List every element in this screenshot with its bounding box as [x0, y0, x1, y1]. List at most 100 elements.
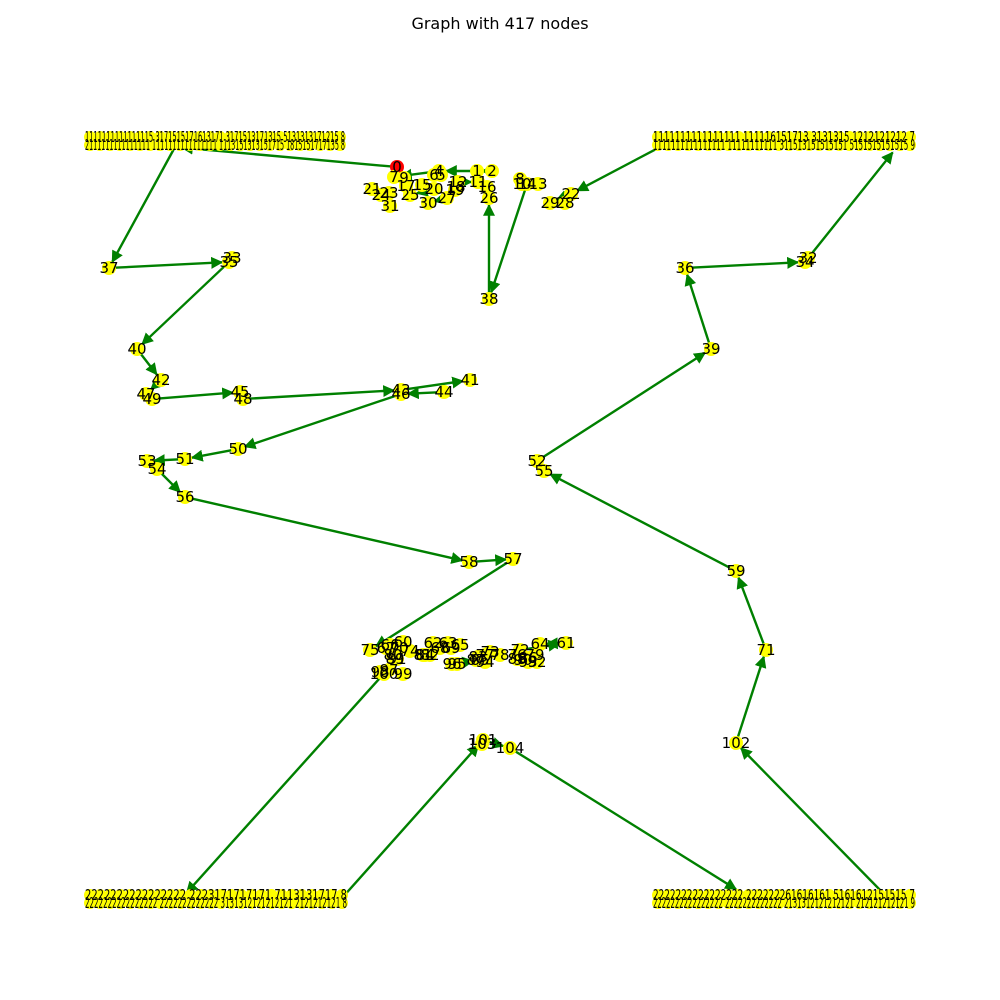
node-label: 2 [487, 162, 497, 180]
cluster-node-marker [284, 139, 296, 151]
node-label: 23 [379, 184, 398, 202]
edge-c1-37 [111, 149, 175, 263]
node-marker [798, 255, 812, 269]
node-cluster-3: 2222222222222222 2223171717171 711313171… [84, 886, 348, 912]
cluster-node-marker [823, 897, 836, 909]
edge-46-50 [243, 393, 399, 449]
cluster-node-marker [803, 897, 816, 909]
node-label: 102 [722, 734, 751, 752]
node-marker [150, 462, 164, 476]
cluster-node-marker [104, 139, 116, 151]
cluster-node-marker [104, 897, 117, 909]
node-marker [537, 464, 551, 478]
node-marker [440, 191, 454, 205]
node-label: 84 [415, 646, 434, 664]
cluster-node-marker [752, 139, 765, 151]
node-label: 56 [175, 488, 194, 506]
node-marker [231, 442, 245, 456]
node-marker [493, 648, 507, 662]
node-marker [383, 199, 397, 213]
node-label: 103 [468, 735, 497, 753]
node-marker [520, 177, 534, 191]
node-label: 66 [380, 636, 399, 654]
node-marker [463, 373, 477, 387]
node-label: 1 [472, 162, 482, 180]
node-marker [178, 452, 192, 466]
node-label: 11 [468, 173, 487, 191]
cluster-node-marker [662, 897, 675, 909]
cluster-node-marker [314, 139, 326, 151]
node-label: 4 [434, 162, 444, 180]
cluster-node-marker [174, 897, 187, 909]
cluster-node-marker [762, 897, 775, 909]
cluster-node-marker [682, 139, 695, 151]
node-label: 46 [391, 385, 410, 403]
cluster-node-marker [672, 897, 685, 909]
node-label: 69 [441, 639, 460, 657]
node-marker [480, 180, 494, 194]
edge-0-c1 [180, 142, 395, 168]
cluster-label-top: 2222222222222222 2223171717171 711313171… [85, 886, 347, 904]
node-marker [506, 552, 520, 566]
node-label: 100 [370, 665, 399, 683]
cluster-node-marker [662, 139, 675, 151]
node-label: 67 [376, 639, 395, 657]
node-label: 62 [423, 634, 442, 652]
node-marker [462, 555, 476, 569]
cluster-node-marker [134, 897, 147, 909]
cluster-node-marker [873, 897, 886, 909]
node-label: 53 [137, 452, 156, 470]
node-label: 8 [515, 170, 525, 188]
node-marker [396, 667, 410, 681]
cluster-node-marker [772, 897, 785, 909]
edge-37-35 [111, 256, 224, 270]
node-label: 37 [99, 259, 118, 277]
node-label: 94 [475, 653, 494, 671]
node-marker [421, 196, 435, 210]
cluster-node-marker [863, 139, 876, 151]
node-marker [543, 196, 557, 210]
node-label: 87 [466, 651, 485, 669]
cluster-node-marker [164, 139, 176, 151]
edge-35-40 [141, 263, 228, 346]
cluster-node-marker [304, 139, 316, 151]
node-marker [533, 637, 547, 651]
cluster-label-bottom: 2222222222222222 2222222222222 213131212… [653, 894, 915, 912]
cluster-node-marker [264, 139, 276, 151]
edge-34-c2end [805, 151, 894, 261]
node-label: 44 [434, 383, 453, 401]
node-marker [403, 188, 417, 202]
cluster-node-marker [245, 897, 258, 909]
cluster-node-marker [334, 139, 346, 151]
node-marker [377, 667, 391, 681]
node-label: 34 [795, 253, 814, 271]
node-label: 97 [379, 661, 398, 679]
node-label: 22 [561, 185, 580, 203]
cluster-node-marker [672, 139, 685, 151]
cluster-node-marker [702, 897, 715, 909]
cluster-node-marker [904, 897, 916, 909]
cluster-node-marker [215, 897, 228, 909]
node-label: 82 [420, 646, 439, 664]
node-label: 89 [385, 650, 404, 668]
cluster-node-marker [732, 139, 745, 151]
node-marker [470, 164, 484, 178]
node-label: 68 [430, 639, 449, 657]
node-label: 6 [429, 166, 439, 184]
node-marker [531, 177, 545, 191]
node-marker [390, 652, 404, 666]
cluster-node-marker [204, 139, 216, 151]
node-label: 86 [518, 649, 537, 667]
edge-104-c4 [511, 748, 738, 891]
node-label: 101 [469, 731, 498, 749]
node-label: 83 [468, 648, 487, 666]
node-label: 0 [392, 158, 402, 176]
node-label: 70 [389, 639, 408, 657]
node-label: 79 [525, 646, 544, 664]
edge-58-57 [471, 554, 508, 567]
node-label: 74 [400, 642, 419, 660]
cluster-node-marker [823, 139, 836, 151]
cluster-node-marker [114, 897, 127, 909]
